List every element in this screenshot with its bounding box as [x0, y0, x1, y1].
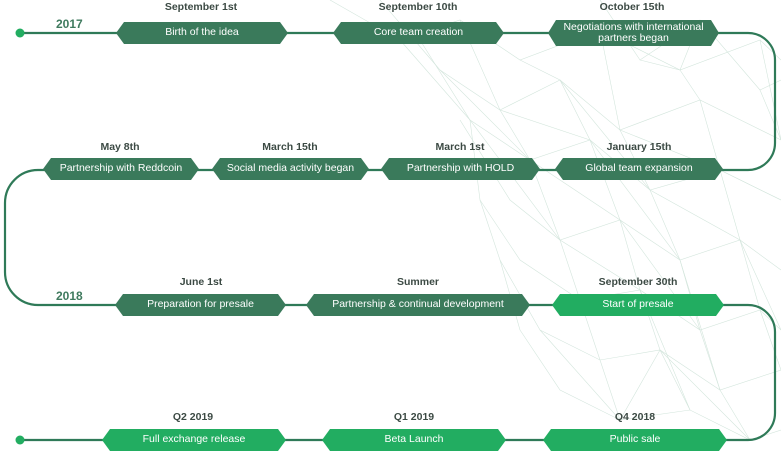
milestone-public-sale[interactable]: Public sale [543, 429, 727, 451]
milestone-date: June 1st [179, 276, 223, 288]
milestone-date: March 15th [262, 141, 318, 153]
milestone-date: Q4 2018 [614, 411, 656, 423]
milestone-date: October 15th [599, 1, 665, 13]
milestone-date: Q2 2019 [172, 411, 214, 423]
milestone-date: March 1st [435, 141, 485, 153]
timeline-end-dot [15, 435, 25, 445]
year-label-2018: 2018 [56, 289, 83, 303]
milestone-date: Summer [396, 276, 440, 288]
milestone-birth-of-idea[interactable]: Birth of the idea [116, 22, 288, 44]
milestone-presale-prep[interactable]: Preparation for presale [115, 294, 286, 316]
milestone-date: September 1st [164, 1, 238, 13]
milestone-date: September 30th [598, 276, 678, 288]
milestone-date: May 8th [100, 141, 140, 153]
milestone-hold[interactable]: Partnership with HOLD [381, 158, 540, 180]
milestone-date: Q1 2019 [393, 411, 435, 423]
milestone-negotiations[interactable]: Negotiations with international partners… [548, 20, 719, 46]
milestone-full-exchange[interactable]: Full exchange release [102, 429, 286, 451]
year-label-2017: 2017 [56, 17, 83, 31]
milestone-core-team[interactable]: Core team creation [333, 22, 504, 44]
timeline-start-dot [15, 28, 25, 38]
milestone-social-media[interactable]: Social media activity began [212, 158, 369, 180]
milestone-global-team[interactable]: Global team expansion [555, 158, 723, 180]
milestone-date: September 10th [378, 1, 458, 13]
milestone-date: January 15th [606, 141, 672, 153]
milestone-beta-launch[interactable]: Beta Launch [322, 429, 506, 451]
milestone-reddcoin[interactable]: Partnership with Reddcoin [43, 158, 199, 180]
milestone-start-presale[interactable]: Start of presale [552, 294, 724, 316]
milestone-partnership-development[interactable]: Partnership & continual development [306, 294, 530, 316]
